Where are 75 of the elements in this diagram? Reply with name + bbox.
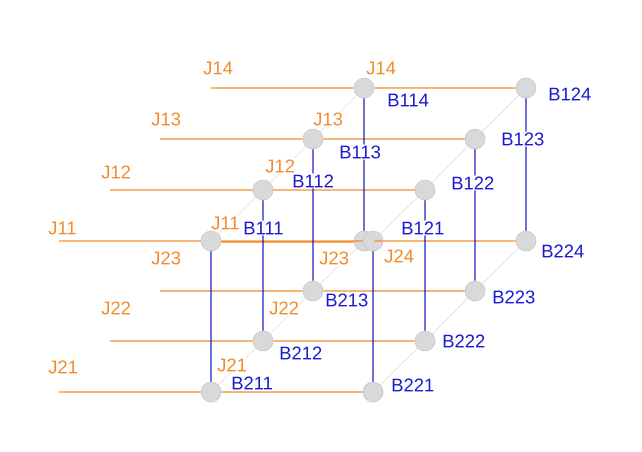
edge-label: J12 <box>264 158 296 174</box>
edge-label: J13 <box>150 111 182 127</box>
node-label: B223 <box>491 289 536 305</box>
connector-line <box>160 138 303 140</box>
connector-line <box>273 189 415 191</box>
connector-line <box>59 391 201 393</box>
connector-line <box>323 138 465 140</box>
edge-label: J11 <box>47 220 78 236</box>
connector-line <box>482 248 520 284</box>
node-label: B123 <box>500 131 546 147</box>
edge-label: J21 <box>216 357 248 373</box>
connector-line <box>262 200 264 331</box>
connector-line <box>482 94 520 132</box>
node-dot <box>362 382 384 402</box>
node-label: B213 <box>324 292 370 308</box>
edge-label: J11 <box>210 216 241 230</box>
node-dot <box>252 330 274 352</box>
edge-label: J24 <box>383 248 415 264</box>
connector-line <box>211 87 354 89</box>
node-label: B113 <box>338 144 382 160</box>
connector-line <box>160 290 303 292</box>
connector-line <box>312 149 314 281</box>
node-dot <box>464 128 486 150</box>
node-dot <box>354 78 374 98</box>
connector-line <box>372 251 374 382</box>
connector-line <box>221 242 354 243</box>
node-label: B222 <box>441 334 486 348</box>
node-dot <box>414 330 436 352</box>
connector-line <box>374 87 516 89</box>
connector-line <box>210 251 212 382</box>
connector-line <box>474 149 476 281</box>
edge-label: J13 <box>312 111 344 127</box>
node-dot <box>362 230 384 252</box>
edge-label: J14 <box>202 60 234 76</box>
connector-line <box>59 240 201 242</box>
node-dot <box>200 230 222 252</box>
node-label: B122 <box>450 176 496 190</box>
node-dot <box>414 180 436 200</box>
connector-line <box>380 196 418 234</box>
connector-line <box>110 189 253 191</box>
node-dot <box>464 280 486 302</box>
node-label: B112 <box>291 174 335 188</box>
connector-line <box>432 146 468 184</box>
connector-line <box>525 98 527 231</box>
node-dot <box>516 78 536 98</box>
node-dot <box>252 180 274 200</box>
edge-label: J21 <box>47 359 79 375</box>
edge-label: J22 <box>268 300 300 316</box>
node-label: B212 <box>278 346 324 360</box>
node-label: B221 <box>390 378 436 392</box>
connector-line <box>432 298 468 334</box>
node-dot <box>302 128 324 150</box>
node-label: B121 <box>400 220 446 236</box>
edge-label: J23 <box>150 250 182 266</box>
node-label: B124 <box>547 86 592 102</box>
connector-line <box>221 240 363 242</box>
edge-label: J22 <box>100 300 132 316</box>
connector-line <box>221 391 363 393</box>
node-dot <box>302 280 324 302</box>
node-label: B224 <box>540 244 586 258</box>
connector-line <box>380 348 418 386</box>
node-dot <box>516 230 536 252</box>
connector-line <box>374 240 516 242</box>
node-label: B111 <box>242 220 285 236</box>
connector-line <box>273 340 415 342</box>
connector-line <box>424 200 426 331</box>
connector-line <box>323 290 465 292</box>
connector-line <box>110 340 253 342</box>
edge-label: J23 <box>318 250 350 266</box>
node-label: B211 <box>230 376 274 390</box>
edge-label: J12 <box>100 164 132 180</box>
node-dot <box>200 382 222 402</box>
edge-label: J14 <box>365 60 397 76</box>
node-label: B114 <box>386 92 430 108</box>
connector-line <box>363 98 365 231</box>
